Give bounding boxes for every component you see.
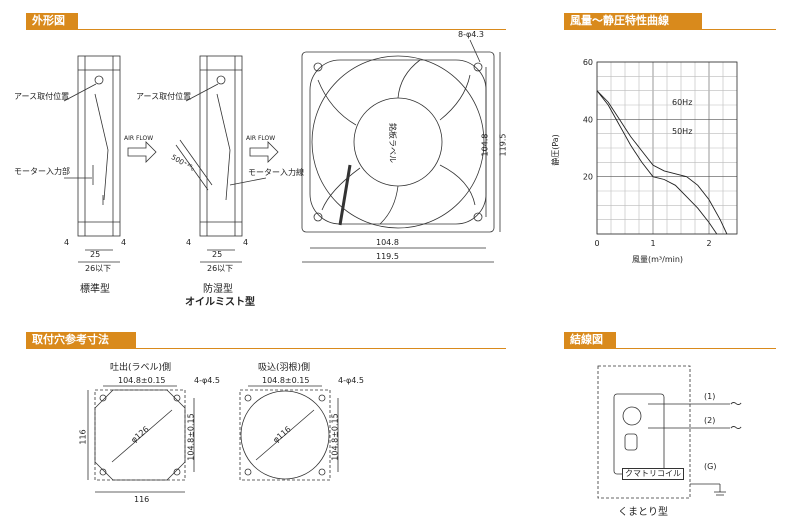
motor-lead-label: モーター入力線 [248, 168, 304, 177]
inlet-title: 吸込(羽根)側 [258, 363, 311, 373]
x-tick-label: 0 [594, 239, 599, 248]
series-label-60hz: 60Hz [672, 98, 693, 107]
dim-26: 26以下 [85, 264, 112, 273]
y-tick-label: 20 [583, 173, 593, 182]
caption-standard: 標準型 [80, 284, 110, 295]
dim-4: 4 [243, 238, 249, 247]
series-line-0 [596, 90, 728, 235]
y-tick-label: 60 [583, 58, 593, 67]
pin-2: (2) [704, 416, 716, 425]
y-tick-label: 40 [583, 115, 593, 124]
x-tick-label: 2 [706, 239, 711, 248]
dim-4: 4 [121, 238, 127, 247]
caption-oilmist: オイルミスト型 [185, 297, 255, 308]
outlet-title: 吐出(ラベル)側 [110, 363, 172, 373]
earth-label: アース取付位置 [14, 92, 70, 101]
x-tick-label: 1 [650, 239, 655, 248]
pin-1: (1) [704, 392, 716, 401]
inlet-pitch: 104.8±0.15 [262, 376, 310, 385]
divider [564, 348, 776, 349]
inlet-holes: 4-φ4.5 [338, 376, 364, 385]
section-header-mounting: 取付穴参考寸法 [26, 332, 136, 348]
chart-ticks: 0 1 2 20 40 60 [583, 58, 712, 248]
chart-frame [596, 61, 738, 235]
motor-lead-label: モーター入力部 [14, 167, 70, 176]
wiring-caption: くまとり型 [618, 507, 668, 518]
coil-label: クマトリコイル [622, 468, 684, 480]
pin-ground: (G) [704, 462, 717, 471]
dim-4: 4 [64, 238, 70, 247]
airflow-label: AIR FLOW [124, 135, 154, 142]
divider [26, 29, 506, 30]
series-label-50hz: 50Hz [672, 127, 693, 136]
dim-26: 26以下 [207, 264, 234, 273]
section-header-curve: 風量～静圧特性曲線 [564, 13, 702, 29]
dim-25: 25 [212, 250, 223, 259]
ac-symbol: ～ [730, 421, 742, 435]
chart-lines [596, 90, 728, 235]
divider [26, 348, 506, 349]
caption-dustproof: 防湿型 [203, 284, 233, 295]
x-axis-label: 風量(m³/min) [632, 255, 684, 264]
divider [564, 29, 776, 30]
dim-25: 25 [90, 250, 101, 259]
section-header-outline: 外形図 [26, 13, 78, 29]
outlet-pitch: 104.8±0.15 [118, 376, 166, 385]
outlet-holes: 4-φ4.5 [194, 376, 220, 385]
series-line-1 [596, 90, 718, 235]
hole-spec: 8-φ4.3 [458, 30, 484, 39]
airflow-label: AIR FLOW [246, 135, 276, 142]
dim-4: 4 [186, 238, 192, 247]
outlet-side-116: 116 [134, 495, 150, 504]
earth-label: アース取付位置 [136, 92, 192, 101]
ac-symbol: ～ [730, 397, 742, 411]
section-header-wiring: 結線図 [564, 332, 616, 348]
dim-104-8: 104.8 [376, 238, 399, 247]
dim-119-5: 119.5 [376, 252, 399, 261]
